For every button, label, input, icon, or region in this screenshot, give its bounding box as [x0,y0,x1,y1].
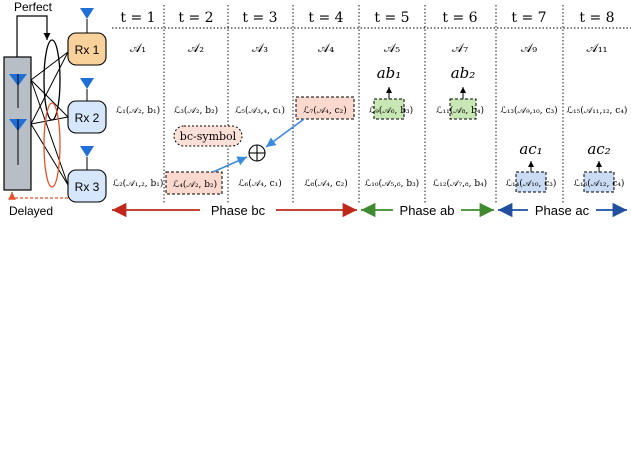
rx1-antenna-icon [80,8,94,19]
time-header: t = 1 t = 2 t = 3 t = 4 t = 5 t = 6 t = … [120,10,614,26]
highlight-l4 [165,171,223,195]
rx3-antenna-icon [80,146,94,157]
time-slot-3: t = 3 [242,10,277,26]
rx2-cell-6: ℒ₁₁(𝒜₈, b₄) [436,105,484,116]
rx2-label: Rx 2 [75,111,100,125]
bc-symbol-bubble [173,125,243,147]
rx1: Rx 1 [67,8,107,66]
tx-symbol-1: 𝒜₁ [130,41,146,55]
rx3-cell-1: ℒ₂(𝒜₁,₂, b₁) [113,178,164,189]
tx-symbol-3: 𝒜₃ [252,41,268,55]
rx3-cell-2: ℒ₄(𝒜₂, b₂) [173,179,217,190]
tx-symbol-2: 𝒜₂ [188,41,204,55]
channel-lines [30,51,69,186]
rx2-row: ℒ₁(𝒜₂, b₁) ℒ₃(𝒜₂, b₂) ℒ₅(𝒜₃,₄, c₁) ℒ₇(𝒜₄… [116,105,628,116]
phase-ac-label: Phase ac [535,203,590,218]
decoded-ab2-label: ab₂ [451,64,476,82]
rx2-cell-8: ℒ₁₅(𝒜₁₁,₁₂, c₄) [567,105,628,116]
time-slot-1: t = 1 [120,10,155,26]
decoded-ab1-label: ab₁ [377,64,402,82]
arrow-l4-to-xor [212,156,248,173]
rx2: Rx 2 [67,78,107,134]
decoded-ac2-label: ac₂ [587,140,610,158]
time-slot-4: t = 4 [308,10,343,26]
rx3-cell-7: ℒ₁₄(𝒜₁₀, c₃) [506,178,557,189]
bc-symbol-label: bc-symbol [180,130,237,143]
rx3-label: Rx 3 [75,180,100,194]
tx-symbol-6: 𝒜₇ [452,41,468,55]
rx3: Rx 3 [67,146,107,203]
rx1-box [67,32,107,66]
rx2-cell-3: ℒ₅(𝒜₃,₄, c₁) [235,105,285,116]
highlight-l7 [295,96,355,120]
perfect-channel-ellipse [43,39,61,121]
rx3-cell-5: ℒ₁₀(𝒜₅,₆, b₃) [365,178,419,189]
phase-ab: Phase ab [361,202,494,218]
rx2-cell-2: ℒ₃(𝒜₂, b₂) [174,105,218,116]
rx3-cell-8: ℒ₁₆(𝒜₁₂, c₄) [574,178,625,189]
tx-symbol-8: 𝒜₁₁ [587,41,608,55]
rx1-label: Rx 1 [75,43,100,57]
rx3-cell-4: ℒ₈(𝒜₄, c₂) [304,178,348,189]
tx-symbol-7: 𝒜₉ [521,41,537,55]
decoded-ac1: ac₁ [519,140,543,172]
rx2-cell-7: ℒ₁₃(𝒜₉,₁₀, c₃) [500,105,557,116]
time-slot-8: t = 8 [579,10,614,26]
table-grid [112,5,631,203]
rx3-cell-3: ℒ₆(𝒜₄, c₁) [238,178,282,189]
transmitted-row: 𝒜₁ 𝒜₂ 𝒜₃ 𝒜₄ 𝒜₅ 𝒜₇ 𝒜₉ 𝒜₁₁ [130,41,608,55]
phase-ac: Phase ac [498,202,627,218]
time-slot-6: t = 6 [442,10,477,26]
time-slot-7: t = 7 [511,10,546,26]
decoded-ac1-label: ac₁ [519,140,542,158]
arrow-l7-to-xor [265,118,305,148]
decoded-ab1: ab₁ [377,64,402,99]
transmitter [3,56,32,191]
decoded-ac2: ac₂ [587,140,611,172]
phase-ab-label: Phase ab [400,203,455,218]
tx-antenna-1-icon [9,74,27,108]
phase-bc-label: Phase bc [211,203,266,218]
time-slot-5: t = 5 [374,10,409,26]
delayed-channel-ellipse [43,102,61,188]
rx2-cell-1: ℒ₁(𝒜₂, b₁) [116,105,160,116]
rx2-antenna-icon [80,78,94,89]
decoded-ab2: ab₂ [451,64,476,99]
tx-symbol-4: 𝒜₄ [318,41,334,55]
rx2-cell-5: ℒ₉(𝒜₆, b₃) [369,105,413,116]
rx3-row: ℒ₂(𝒜₁,₂, b₁) ℒ₄(𝒜₂, b₂) ℒ₆(𝒜₄, c₁) ℒ₈(𝒜₄… [113,178,625,190]
rx2-box [67,100,107,134]
phase-bc: Phase bc [112,202,357,218]
rx3-cell-6: ℒ₁₂(𝒜₇,₈, b₄) [433,178,487,189]
rx2-cell-4: ℒ₇(𝒜₄, c₂) [303,105,347,116]
xor-icon [248,144,266,162]
rx3-box [67,169,107,203]
perfect-feedback-line [16,15,51,57]
tx-antenna-2-icon [9,119,27,165]
tx-symbol-5: 𝒜₅ [384,41,400,55]
delayed-feedback-line [8,192,68,200]
time-slot-2: t = 2 [178,10,213,26]
delayed-label: Delayed [9,204,53,218]
perfect-label: Perfect [14,0,53,14]
